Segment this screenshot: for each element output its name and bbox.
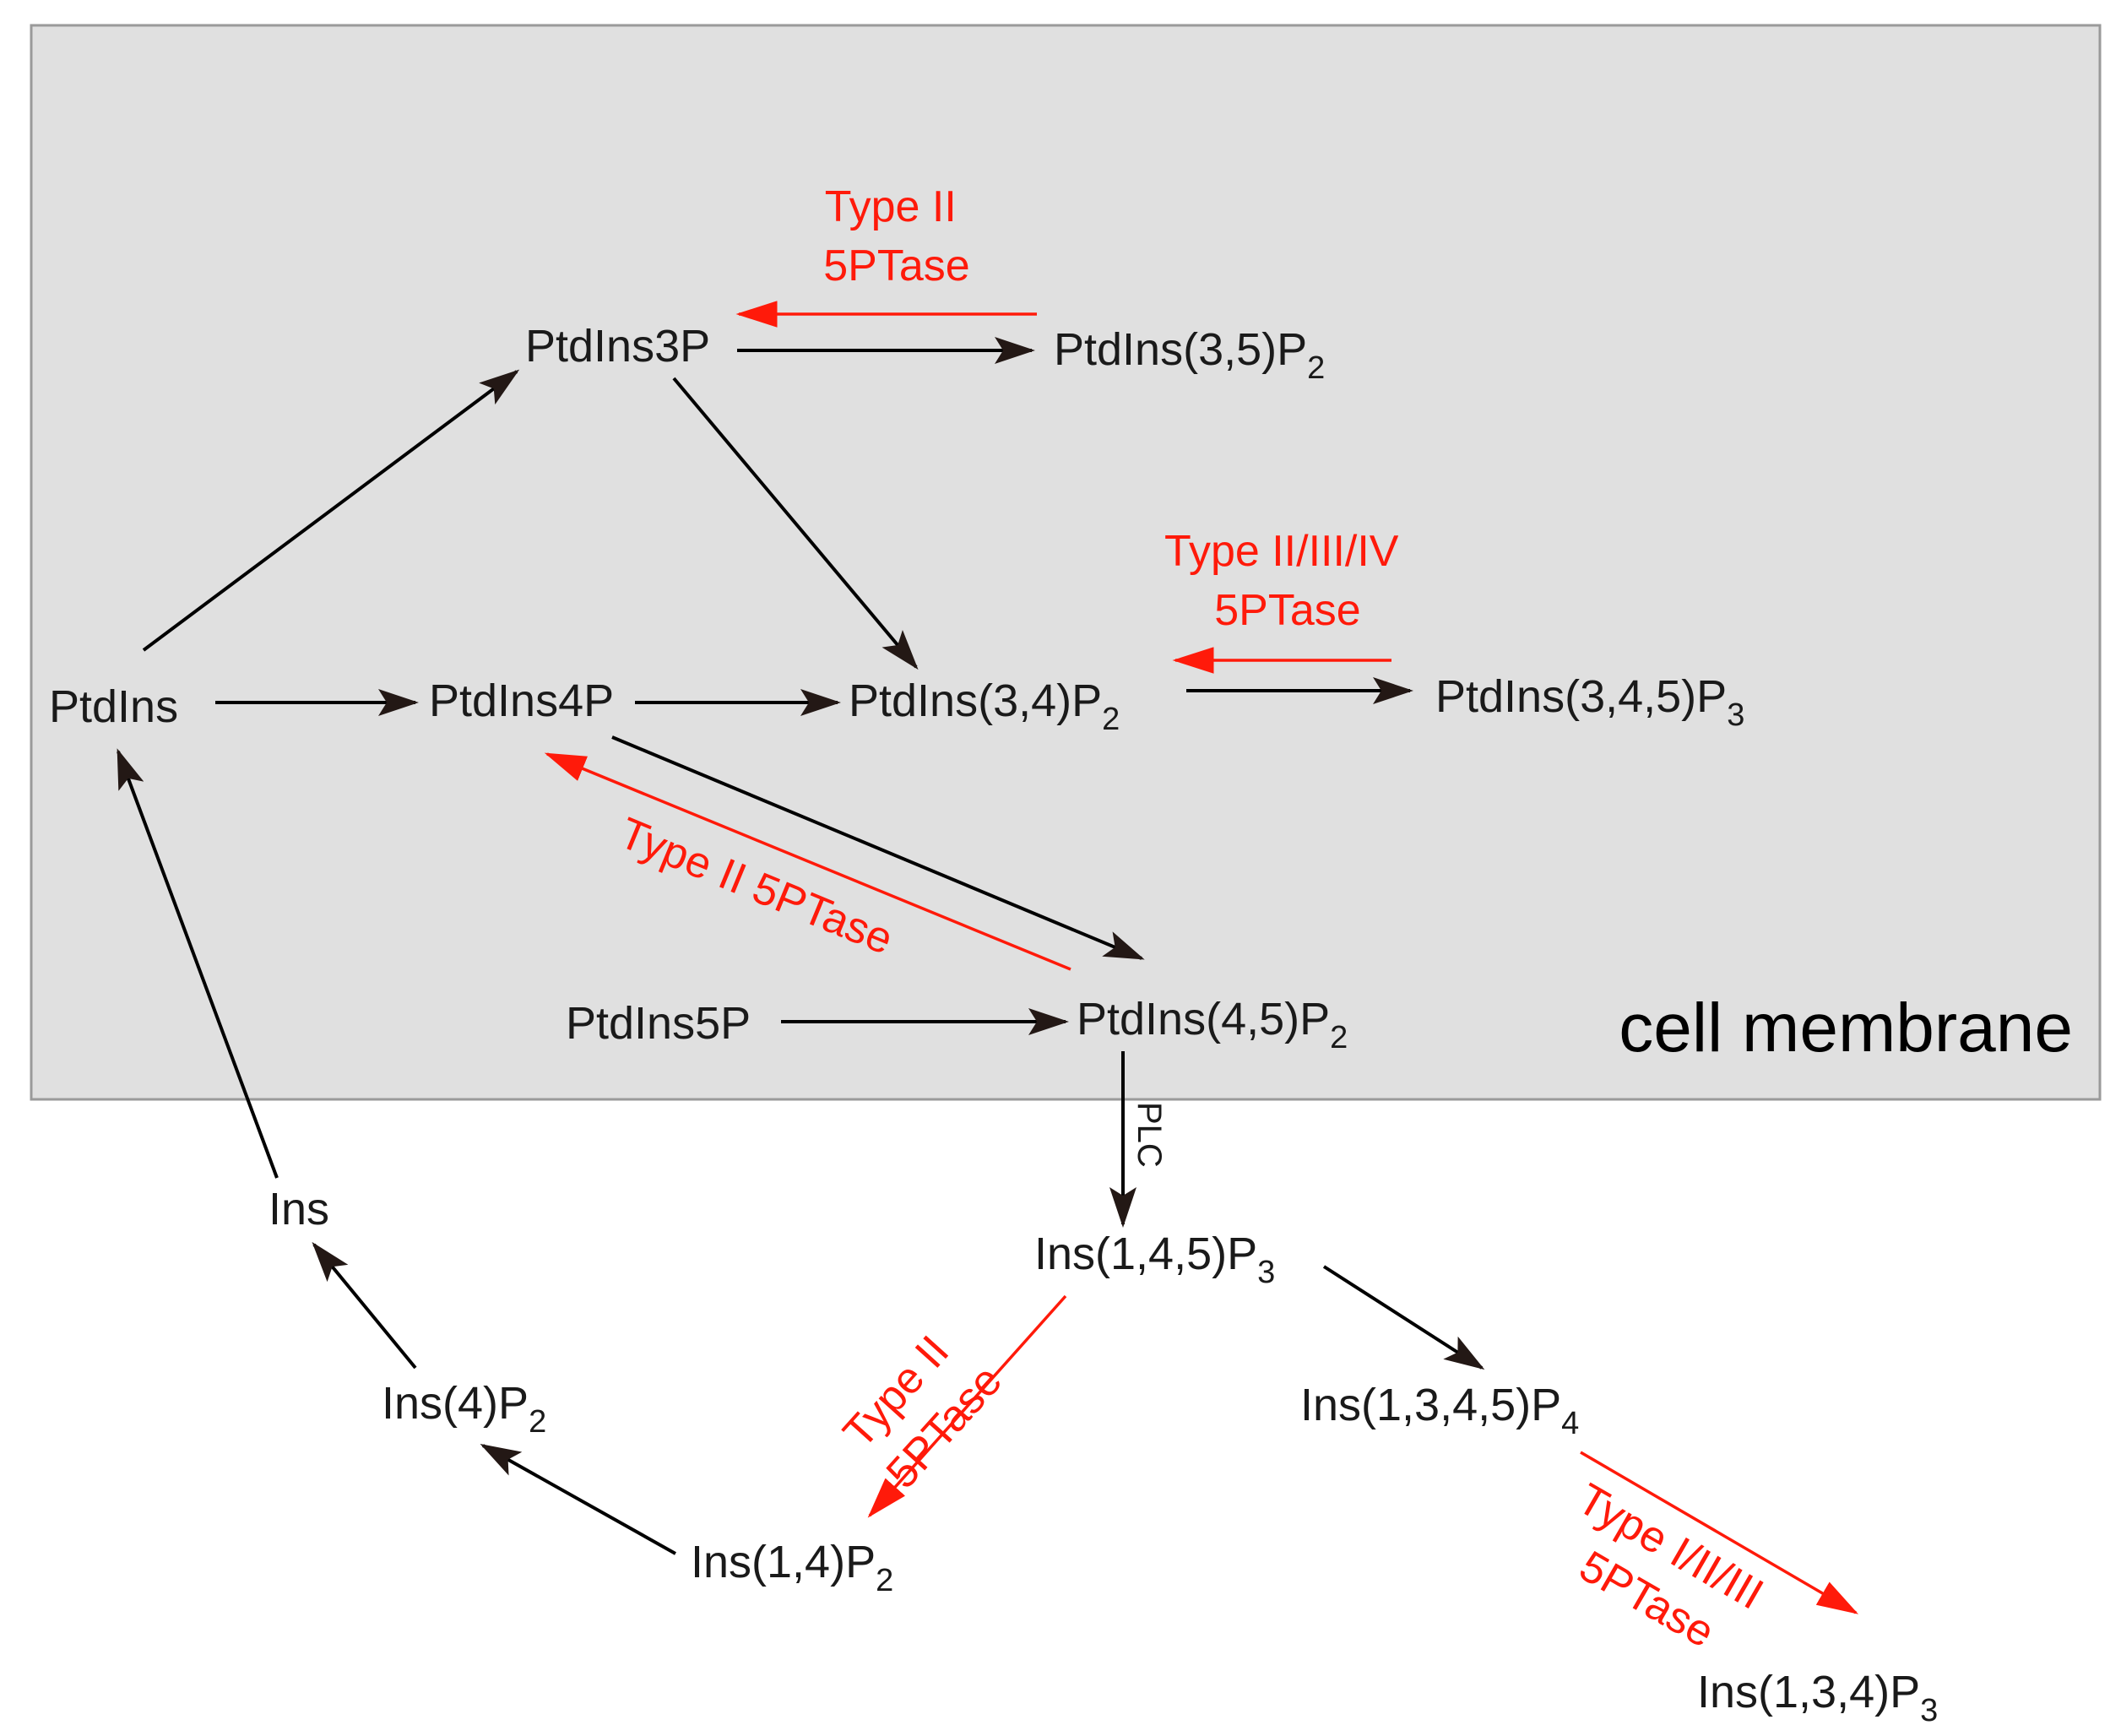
red-arrow-ptdins45p2-to-ptdins4p [544, 752, 1071, 971]
node-ptdins4p: PtdIns4P [429, 675, 614, 726]
cell-membrane-region [30, 24, 2102, 1101]
arrow-ptdins4p-to-ptdins45p2 [611, 735, 1145, 960]
node-ins4p2: Ins(4)P2 [382, 1378, 546, 1440]
enzyme-label-type-ii-iii-iv-5ptase: Type II/III/IV 5PTase [1164, 527, 1411, 635]
node-ins: Ins [269, 1184, 329, 1234]
arrow-ptdins3p-to-ptdins34p2 [672, 377, 919, 670]
arrow-ptdins-to-ptdins3p [142, 369, 520, 652]
node-ptdins3p: PtdIns3P [525, 321, 710, 372]
phosphatase-arrows [544, 301, 1859, 1614]
arrow-ins-to-ptdins [117, 748, 279, 1179]
red-arrow-ins1345p4-to-ins134p3 [1580, 1451, 1859, 1614]
enzyme-label-type-ii-5ptase-lower: Type II 5PTase [833, 1316, 1012, 1498]
node-ptdins35p2: PtdIns(3,5)P2 [1054, 324, 1325, 386]
enzyme-label-plc: PLC [1131, 1102, 1168, 1168]
reaction-arrows [117, 337, 1485, 1555]
node-ins14p2: Ins(1,4)P2 [691, 1537, 893, 1598]
enzyme-label-type-i-ii-iii-5ptase: Type I/II/III 5PTase [1541, 1474, 1782, 1675]
node-ins145p3: Ins(1,4,5)P3 [1034, 1229, 1275, 1290]
arrow-ins14p2-to-ins4p2 [480, 1444, 676, 1555]
arrow-ins145p3-to-ins1345p4 [1322, 1265, 1485, 1370]
arrow-ins4p2-to-ins [312, 1241, 417, 1370]
node-ptdins45p2: PtdIns(4,5)P2 [1077, 994, 1348, 1055]
enzyme-label-type-ii-5ptase-top: Type II 5PTase [823, 182, 969, 290]
cell-membrane-label: cell membrane [1619, 990, 2073, 1066]
node-ins1345p4: Ins(1,3,4,5)P4 [1300, 1380, 1579, 1441]
red-arrow-ins145p3-to-ins14p2 [867, 1294, 1067, 1518]
node-ptdins5p: PtdIns5P [566, 998, 751, 1049]
node-ptdins345p3: PtdIns(3,4,5)P3 [1435, 671, 1744, 733]
node-ins134p3: Ins(1,3,4)P3 [1697, 1667, 1938, 1728]
node-ptdins: PtdIns [49, 681, 178, 732]
node-ptdins34p2: PtdIns(3,4)P2 [849, 675, 1120, 737]
